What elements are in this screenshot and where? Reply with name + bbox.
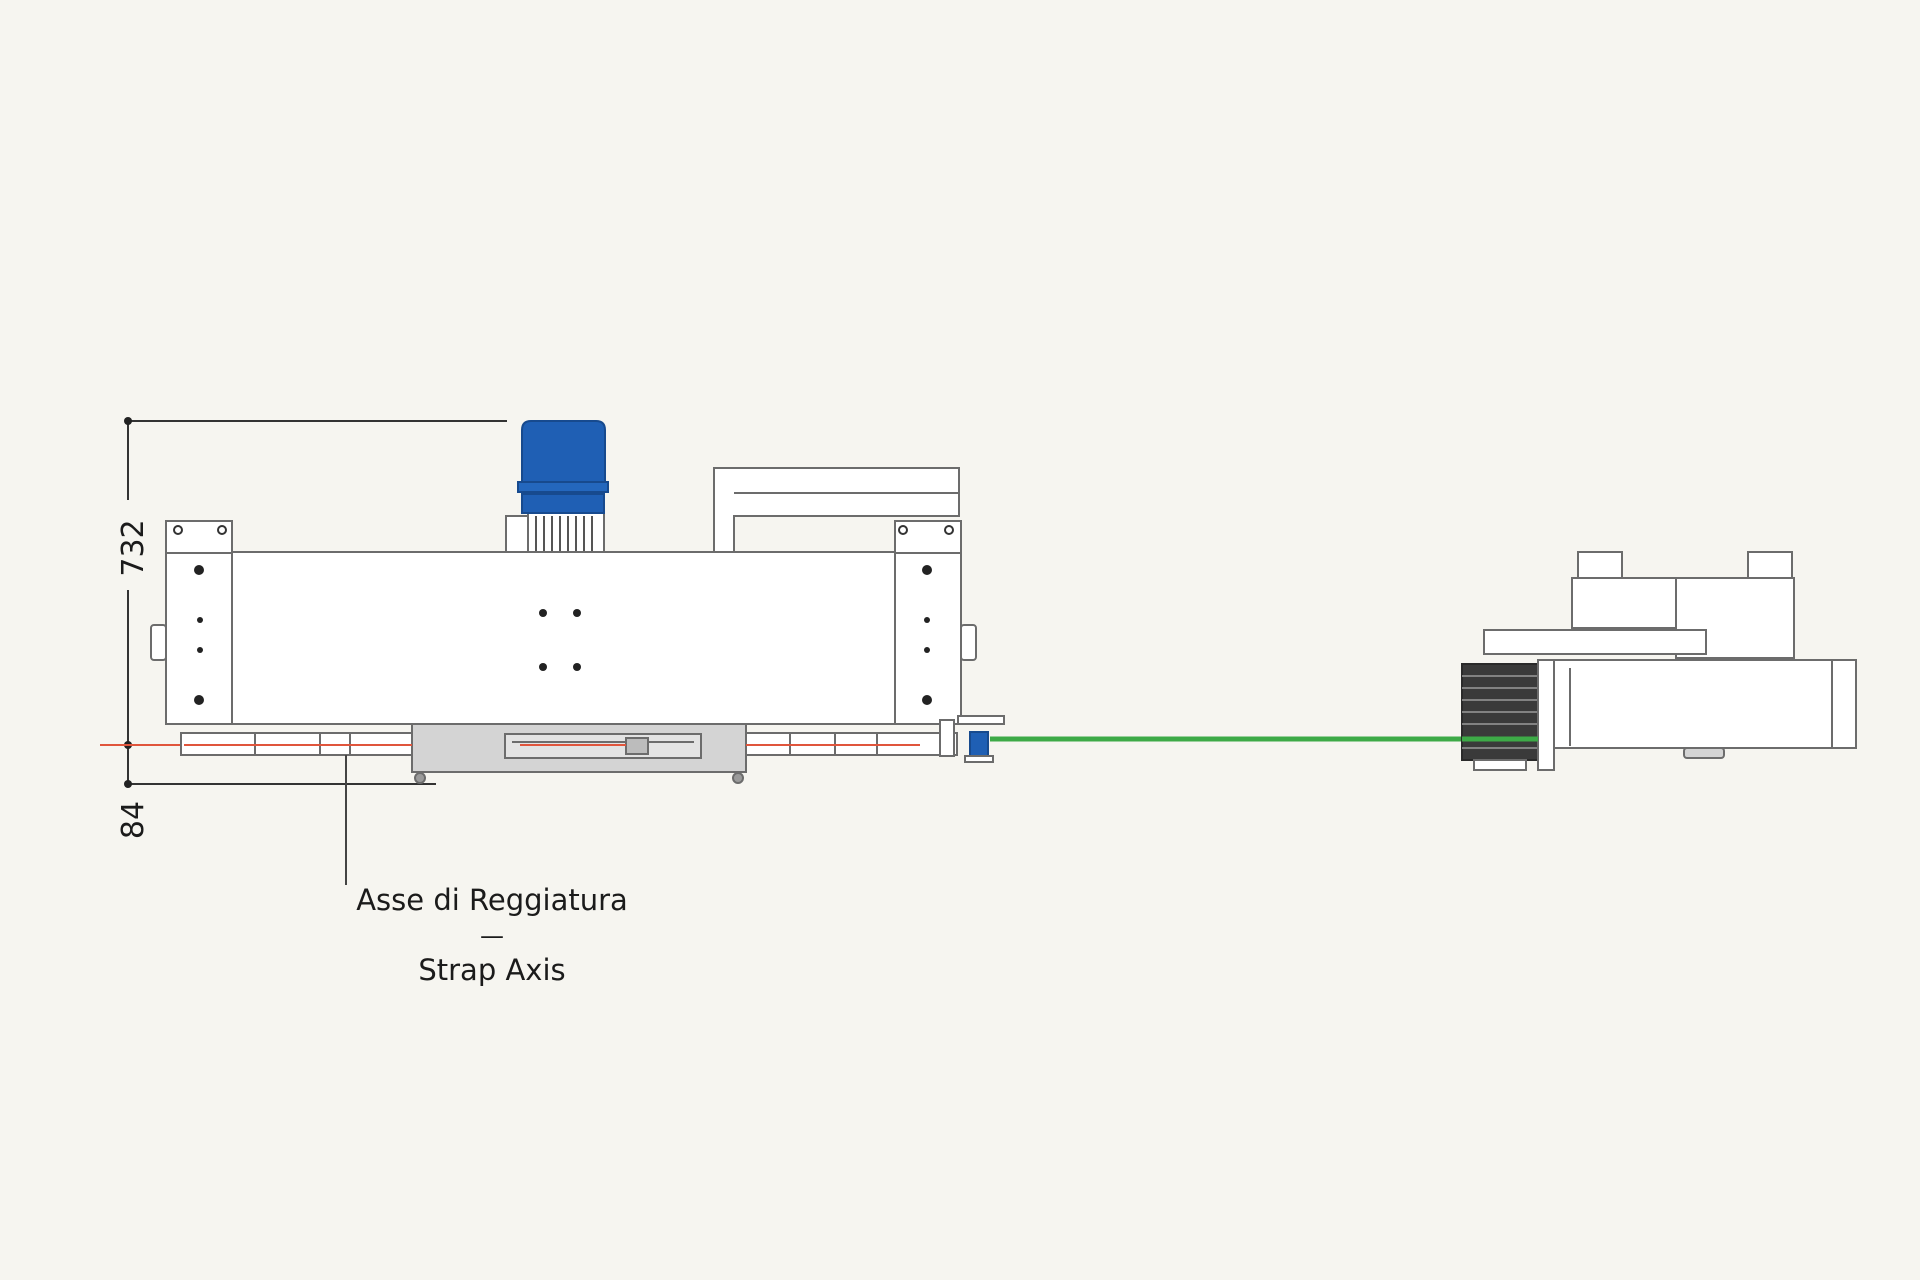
dispenser-arm <box>1483 629 1707 655</box>
dimension-endpoint-top <box>124 417 132 425</box>
bolt-hole <box>539 609 547 617</box>
dispenser-base <box>1473 759 1527 771</box>
dimension-endpoint-bottom <box>124 780 132 788</box>
motor-mount <box>505 515 532 554</box>
bolt-hole <box>924 617 930 623</box>
left-side-handle <box>150 624 167 661</box>
dimension-label-732: 732 <box>116 519 151 576</box>
bolt-hole <box>924 647 930 653</box>
bolt-hole <box>922 565 932 575</box>
dispenser-upper-box-left <box>1571 577 1677 629</box>
bolt-hole <box>944 525 954 535</box>
motor-fin-lines <box>535 516 593 552</box>
motor-blue-housing <box>521 420 606 483</box>
dimension-label-84: 84 <box>116 801 151 839</box>
strap-guide-bracket <box>957 715 1005 725</box>
bolt-hole <box>922 695 932 705</box>
bolt-hole <box>573 663 581 671</box>
strap-dispenser-unit <box>1461 551 1857 771</box>
carriage-foot-right <box>732 772 744 784</box>
annotation-label-english: Strap Axis <box>418 953 565 987</box>
bolt-hole <box>573 609 581 617</box>
dispenser-coil-lines <box>1462 675 1538 749</box>
bolt-hole <box>194 695 204 705</box>
bolt-hole <box>194 565 204 575</box>
annotation-label-italian: Asse di Reggiatura <box>356 883 628 917</box>
dispenser-foot <box>1683 747 1725 759</box>
bolt-holes <box>173 525 954 705</box>
strap-guide-base <box>964 755 994 763</box>
bolt-hole <box>898 525 908 535</box>
main-body-panel <box>166 551 961 725</box>
strap-guide-blue-roller <box>969 731 989 757</box>
motor-blue-base <box>521 493 605 514</box>
bolt-hole <box>217 525 227 535</box>
carriage-foot-left <box>414 772 426 784</box>
strap-guide-post <box>939 719 955 757</box>
bolt-hole <box>197 617 203 623</box>
dimension-lines <box>127 420 507 785</box>
dispenser-frame <box>1537 659 1555 771</box>
bolt-hole <box>197 647 203 653</box>
dispenser-lower-housing <box>1553 659 1857 749</box>
annotation-label-separator: — <box>480 922 504 950</box>
right-side-handle <box>960 624 977 661</box>
dispenser-tab-left <box>1577 551 1623 579</box>
bolt-hole <box>173 525 183 535</box>
dispenser-tab-right <box>1747 551 1793 579</box>
carriage-block <box>625 737 649 755</box>
bolt-hole <box>539 663 547 671</box>
motor-blue-flange <box>517 481 609 493</box>
strapping-head <box>150 420 1005 784</box>
